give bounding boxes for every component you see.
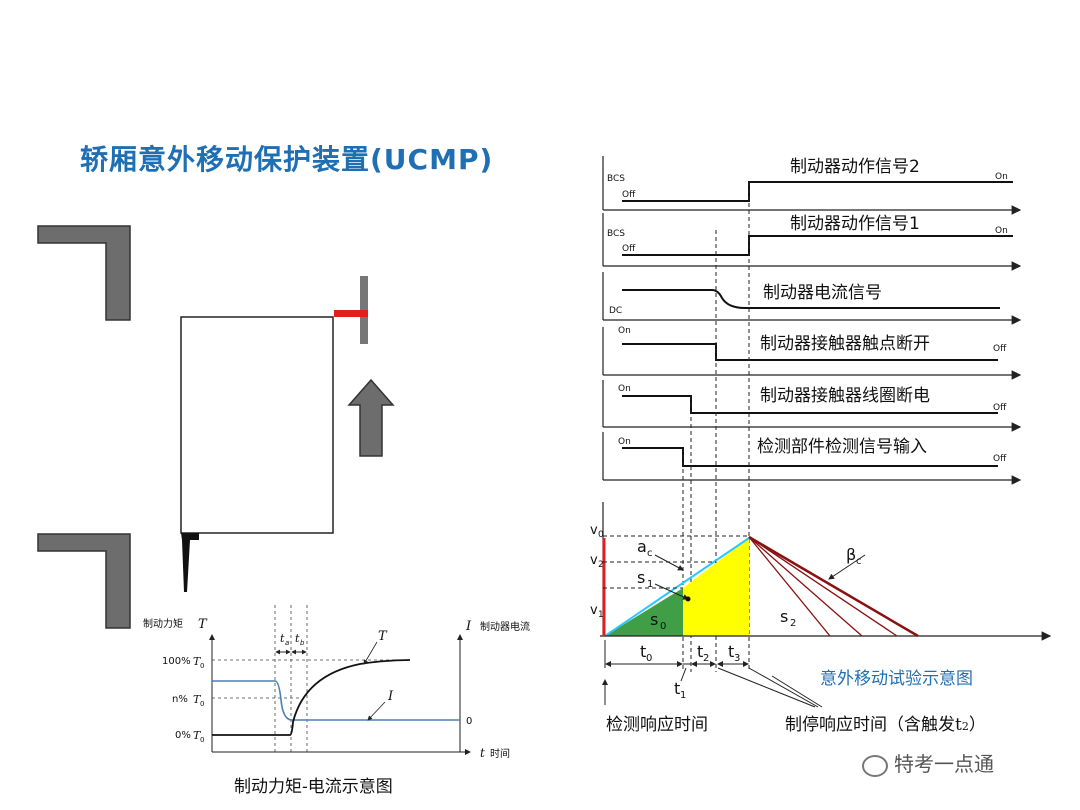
label-ac: a (637, 537, 647, 556)
sig4-right: Off (993, 344, 1007, 354)
torque-tb: t (295, 632, 300, 645)
stop-response-sub: 2 (961, 720, 969, 733)
sig2-label: 制动器动作信号1 (790, 214, 920, 234)
sig1-right: On (995, 172, 1008, 182)
torque-ta: t (280, 632, 285, 645)
page-title: 轿厢意外移动保护装置(UCMP) (80, 143, 494, 176)
sig5-left: On (618, 384, 631, 394)
up-arrow-icon (347, 378, 395, 457)
label-t0: t (640, 642, 646, 661)
torque-tb-sub: b (300, 639, 305, 647)
sig6-right: Off (993, 454, 1007, 464)
brake-bar (334, 310, 368, 317)
wechat-icon (862, 754, 888, 777)
sig5-label: 制动器接触器线圈断电 (760, 386, 930, 406)
torque-x-sym: t (480, 746, 485, 760)
label-s0-sub: 0 (660, 621, 666, 632)
label-v1-sub: 1 (598, 610, 604, 620)
torque-label-n: n% (172, 694, 188, 705)
torque-curve-I-label: I (387, 689, 394, 704)
velocity-caption: 意外移动试验示意图 (820, 669, 973, 689)
upper-floor-sill (37, 225, 131, 321)
label-t2: t (697, 642, 703, 661)
sig6-left: On (618, 437, 631, 447)
sig4-left: On (618, 326, 631, 336)
sig2-right: On (995, 226, 1008, 236)
signal-trace-1 (622, 181, 1013, 202)
label-v2: v (590, 553, 598, 568)
label-t2-sub: 2 (703, 653, 709, 664)
label-s1-sub: 1 (647, 579, 653, 590)
label-v2-sub: 2 (598, 560, 604, 570)
label-t1-sub: 1 (680, 690, 686, 701)
torque-y-right-sym: I (465, 619, 472, 634)
watermark: 特考一点通 (862, 748, 994, 777)
car-diagram (37, 225, 395, 629)
curve-torque (212, 659, 411, 736)
torque-label-0-sub: 0 (200, 736, 204, 744)
sig1-label: 制动器动作信号2 (790, 157, 920, 177)
label-v0-sub: 0 (598, 530, 604, 540)
sig6-label: 检测部件检测信号输入 (757, 437, 927, 457)
label-s0: s (650, 610, 658, 629)
sig1-left2: Off (622, 190, 636, 200)
velocity-diagram: v 0 v 2 v 1 a c s 1 s 0 s 2 β c t 0 t 2 … (590, 502, 1052, 708)
curve-current (212, 680, 460, 721)
stop-response-end: ） (968, 715, 986, 735)
lower-floor-sill (37, 533, 131, 629)
label-beta: β (846, 545, 856, 564)
torque-y-right-label: 制动器电流 (480, 620, 530, 633)
label-beta-sub: c (856, 556, 862, 567)
label-s2-sub: 2 (790, 618, 796, 629)
car-apron (181, 533, 199, 592)
label-s2: s (780, 607, 788, 626)
label-ac-sub: c (647, 548, 653, 559)
area-s0 (605, 588, 683, 636)
area-s1-yellow (683, 538, 749, 636)
torque-y-left-sym: T (198, 617, 208, 632)
sig2-left2: Off (622, 244, 636, 254)
label-t1: t (674, 679, 680, 698)
sig2-left: BCS (607, 229, 625, 239)
stop-response-label: 制停响应时间（含触发t2） (785, 710, 986, 735)
torque-current-chart: 制动力矩 T I 制动器电流 100% T 0 n% T 0 0% T 0 0 … (143, 605, 530, 760)
torque-label-n-sym: T (193, 693, 202, 706)
label-v1: v (590, 603, 598, 618)
sig1-left: BCS (607, 174, 625, 184)
label-v0: v (590, 523, 598, 538)
elevator-car (180, 316, 334, 534)
torque-right-0: 0 (466, 716, 472, 727)
torque-ta-sub: a (285, 639, 289, 647)
signal-trace-2 (622, 235, 1013, 256)
torque-curve-T-label: T (378, 629, 388, 644)
torque-label-100-sub: 0 (200, 662, 204, 670)
torque-label-100: 100% (162, 656, 191, 667)
torque-label-0-sym: T (193, 729, 202, 742)
torque-y-left-label: 制动力矩 (143, 617, 183, 630)
stop-response-text: 制停响应时间（含触发t (785, 715, 962, 735)
label-t3: t (728, 642, 734, 661)
sig4-label: 制动器接触器触点断开 (760, 334, 930, 354)
sig3-label: 制动器电流信号 (763, 283, 882, 303)
label-s1: s (637, 568, 645, 587)
detect-response-label: 检测响应时间 (606, 715, 708, 735)
torque-x-label: 时间 (490, 747, 510, 760)
sig3-left2: DC (609, 306, 622, 316)
label-t0-sub: 0 (646, 653, 652, 664)
torque-label-100-sym: T (193, 655, 202, 668)
torque-caption: 制动力矩-电流示意图 (234, 777, 393, 797)
torque-label-n-sub: 0 (200, 700, 204, 708)
watermark-text: 特考一点通 (894, 752, 994, 776)
signal-trace-3 (622, 289, 1000, 309)
torque-label-0: 0% (175, 730, 191, 741)
label-t3-sub: 3 (734, 653, 740, 664)
sig5-right: Off (993, 403, 1007, 413)
